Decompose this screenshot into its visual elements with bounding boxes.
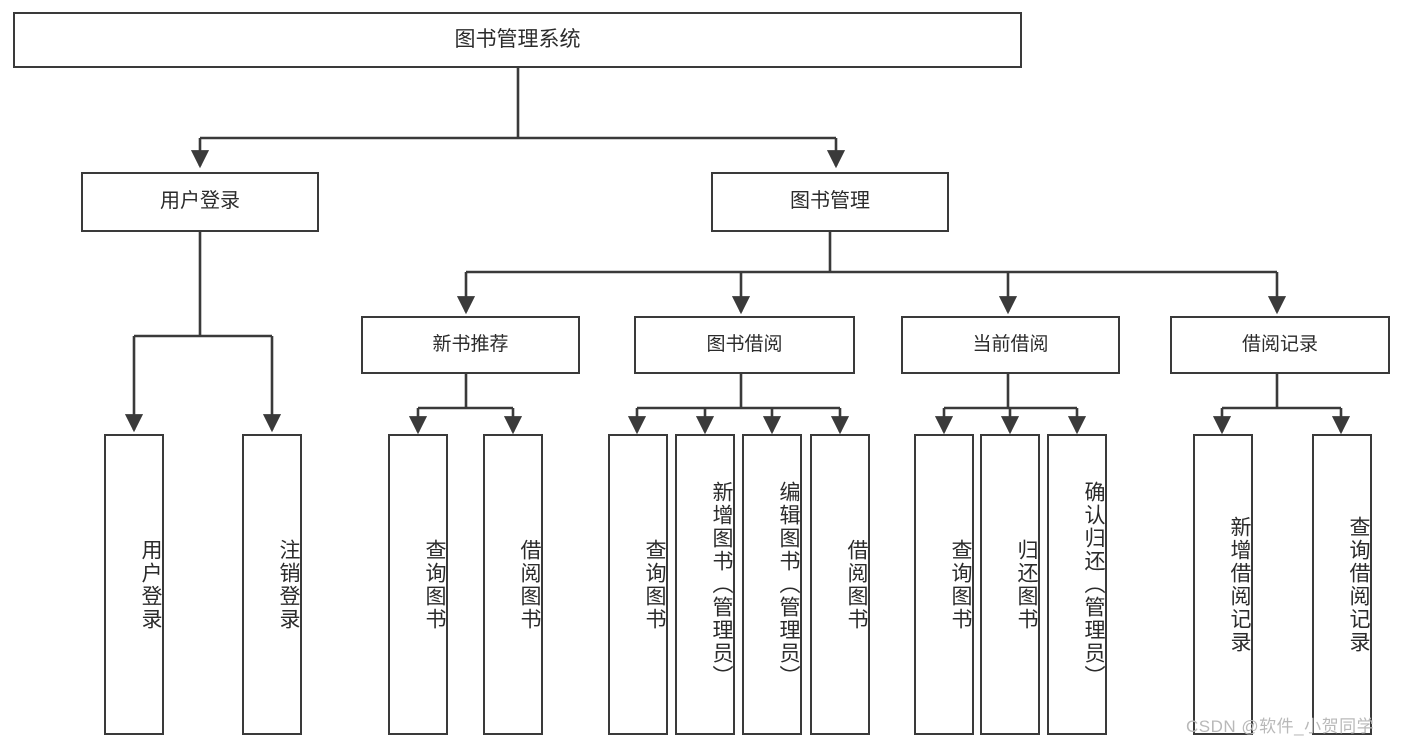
leaf-recommend-query-book[interactable]: 查询图书 [388,434,448,735]
node-book-borrow[interactable]: 图书借阅 [634,316,855,374]
leaf-record-query-borrow-record[interactable]: 查询借阅记录 [1312,434,1372,735]
leaf-recommend-borrow-book[interactable]: 借阅图书 [483,434,543,735]
node-new-book-recommend[interactable]: 新书推荐 [361,316,580,374]
watermark-text: CSDN @软件_小贺同学 [1186,717,1375,736]
node-book-management[interactable]: 图书管理 [711,172,949,232]
node-current-borrow[interactable]: 当前借阅 [901,316,1120,374]
leaf-record-add-borrow-record[interactable]: 新增借阅记录 [1193,434,1253,735]
node-root-system[interactable]: 图书管理系统 [13,12,1022,68]
leaf-borrow-query-book[interactable]: 查询图书 [608,434,668,735]
leaf-current-confirm-return-admin[interactable]: 确认归还（管理员） [1047,434,1107,735]
node-borrow-record[interactable]: 借阅记录 [1170,316,1390,374]
leaf-current-return-book[interactable]: 归还图书 [980,434,1040,735]
leaf-user-login[interactable]: 用户登录 [104,434,164,735]
leaf-current-query-book[interactable]: 查询图书 [914,434,974,735]
leaf-user-logout[interactable]: 注销登录 [242,434,302,735]
leaf-borrow-borrow-book[interactable]: 借阅图书 [810,434,870,735]
leaf-borrow-edit-book-admin[interactable]: 编辑图书（管理员） [742,434,802,735]
leaf-borrow-add-book-admin[interactable]: 新增图书（管理员） [675,434,735,735]
node-user-login[interactable]: 用户登录 [81,172,319,232]
